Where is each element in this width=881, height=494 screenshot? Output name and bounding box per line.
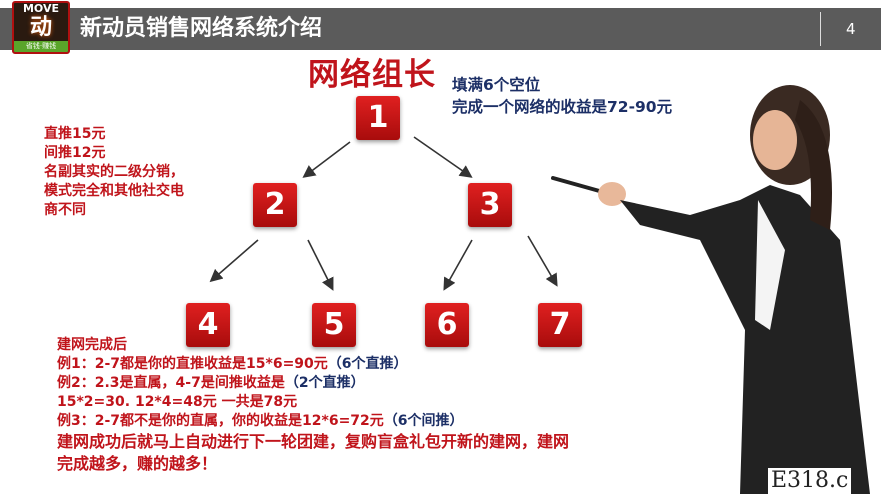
example-line: 建网完成后	[57, 337, 127, 353]
info-line: 完成一个网络的收益是72-90元	[452, 98, 673, 116]
info-line: 填满6个空位	[452, 76, 541, 94]
node-1: 1	[356, 96, 400, 140]
arrow-2-5	[307, 239, 334, 291]
summary-line: 完成越多，赚的越多！	[57, 454, 218, 473]
arrow-3-6	[443, 239, 473, 291]
arrow-1-3	[413, 136, 473, 178]
node-4: 4	[186, 303, 230, 347]
node-7: 7	[538, 303, 582, 347]
example-line: 例2：2.3是直属，4-7是间推收益是（2个直推）	[57, 374, 569, 393]
arrow-1-2	[302, 141, 351, 178]
node-5: 5	[312, 303, 356, 347]
arrow-2-4	[209, 239, 259, 283]
example-note: （6个间推）	[383, 413, 464, 429]
example-line: 15*2=30. 12*4=48元 一共是78元	[57, 394, 298, 410]
logo-text: MOVE	[22, 2, 60, 15]
example-note: （6个直推）	[327, 356, 408, 372]
example-text: 例3：2-7都不是你的直属，你的收益是12*6=72元	[57, 413, 384, 429]
node-6: 6	[425, 303, 469, 347]
summary-line: 建网成功后就马上自动进行下一轮团建，复购盲盒礼包开新的建网，建网	[57, 432, 570, 451]
example-line: 例1：2-7都是你的直推收益是15*6=90元（6个直推）	[57, 355, 569, 374]
example-text: 例2：2.3是直属，4-7是间推收益是	[57, 375, 285, 391]
presenter-image	[551, 85, 870, 494]
logo-char: 动	[29, 15, 52, 40]
arrow-3-7	[527, 235, 558, 287]
divider	[820, 12, 821, 46]
note-line: 直推15元	[44, 126, 106, 142]
note-line: 模式完全和其他社交电	[44, 183, 184, 199]
example-text: 例1：2-7都是你的直推收益是15*6=90元	[57, 356, 328, 372]
node-3: 3	[468, 183, 512, 227]
examples-text: 建网完成后 例1：2-7都是你的直推收益是15*6=90元（6个直推） 例2：2…	[57, 336, 569, 475]
example-note: （2个直推）	[284, 375, 365, 391]
heading: 网络组长	[308, 57, 436, 93]
note-line: 名副其实的二级分销，	[44, 164, 184, 180]
note-line: 商不同	[44, 202, 86, 218]
watermark: E318.c	[768, 468, 852, 494]
left-note: 直推15元 间推12元 名副其实的二级分销， 模式完全和其他社交电 商不同	[44, 125, 184, 220]
node-2: 2	[253, 183, 297, 227]
info-text: 填满6个空位 完成一个网络的收益是72-90元	[452, 74, 672, 118]
header-bar	[0, 8, 881, 50]
slide-title: 新动员销售网络系统介绍	[80, 16, 323, 41]
logo: MOVE 动 省钱·赚钱	[12, 1, 70, 54]
logo-sub: 省钱·赚钱	[14, 41, 68, 52]
note-line: 间推12元	[44, 145, 106, 161]
example-line: 例3：2-7都不是你的直属，你的收益是12*6=72元（6个间推）	[57, 412, 569, 431]
page-number: 4	[846, 20, 856, 38]
